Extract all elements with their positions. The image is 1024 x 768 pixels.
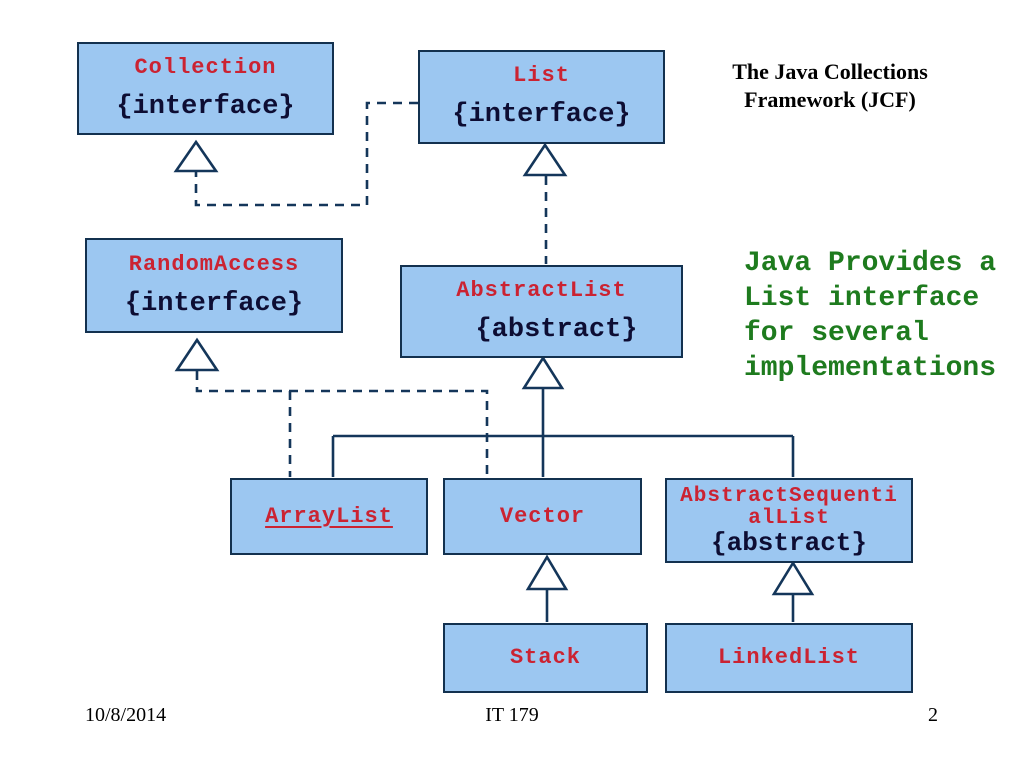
class-name-asl-line1: AbstractSequenti xyxy=(680,484,898,508)
slide-title-line2: Framework (JCF) xyxy=(744,87,916,112)
class-box-abstractsequentiallist: AbstractSequenti alList {abstract} xyxy=(665,478,913,563)
class-name-vector: Vector xyxy=(499,503,586,529)
slide-title: The Java Collections Framework (JCF) xyxy=(697,58,963,114)
note-line: for several xyxy=(744,318,929,349)
generalization-triangle-icon-abstractlist xyxy=(521,355,565,390)
footer-course: IT 179 xyxy=(485,704,539,726)
class-box-abstractlist: AbstractList {abstract} xyxy=(400,265,683,358)
class-box-stack: Stack xyxy=(443,623,648,693)
generalization-triangle-icon-asl xyxy=(771,560,815,596)
class-name-randomaccess: RandomAccess xyxy=(128,251,300,277)
class-name-collection: Collection xyxy=(134,54,277,80)
class-box-list: List {interface} xyxy=(418,50,665,144)
generalization-triangle-icon-list xyxy=(522,142,568,177)
class-name-list: List xyxy=(513,63,570,88)
class-name-stack: Stack xyxy=(509,645,581,670)
note-text: Java Provides a List interface for sever… xyxy=(744,246,1020,386)
slide-title-line1: The Java Collections xyxy=(732,59,928,84)
stereotype-randomaccess: {interface} xyxy=(124,288,304,319)
generalization-triangle-icon-collection xyxy=(173,139,219,173)
note-line: implementations xyxy=(744,353,997,384)
generalization-triangle-icon-vector xyxy=(525,554,569,591)
class-box-linkedlist: LinkedList xyxy=(665,623,913,693)
class-box-vector: Vector xyxy=(443,478,642,555)
class-name-asl-line2: alList xyxy=(748,506,830,530)
class-box-arraylist: ArrayList xyxy=(230,478,428,555)
class-name-arraylist: ArrayList xyxy=(265,503,393,529)
connector-randomaccess-children-dashed xyxy=(195,371,489,477)
note-line: List interface xyxy=(744,283,980,314)
class-box-randomaccess: RandomAccess {interface} xyxy=(85,238,343,333)
footer-date: 10/8/2014 xyxy=(85,704,167,726)
class-name-abstractlist: AbstractList xyxy=(456,277,627,303)
generalization-triangle-icon-randomaccess xyxy=(174,337,220,372)
class-box-collection: Collection {interface} xyxy=(77,42,334,135)
stereotype-list: {interface} xyxy=(452,100,631,130)
stereotype-collection: {interface} xyxy=(116,91,295,122)
note-line: Java Provides a xyxy=(744,248,997,279)
footer-page-number: 2 xyxy=(928,704,938,726)
stereotype-asl: {abstract} xyxy=(710,527,868,558)
class-name-linkedlist: LinkedList xyxy=(717,645,861,670)
stereotype-abstractlist: {abstract} xyxy=(475,314,638,345)
